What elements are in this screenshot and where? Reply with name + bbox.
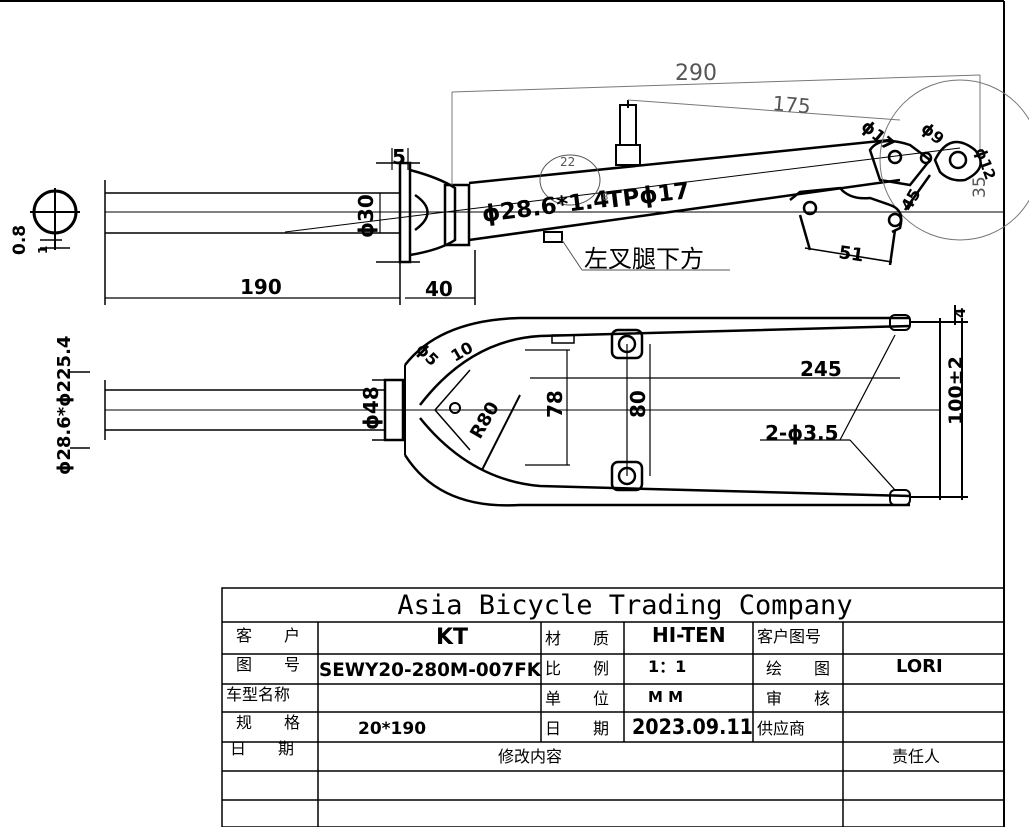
- dim-phi48: ϕ48: [359, 386, 383, 430]
- dim-5: 5: [392, 145, 406, 169]
- front-view: [70, 305, 968, 507]
- label-material: 材 质: [545, 629, 609, 648]
- value-customer: KT: [436, 625, 468, 650]
- tube-cross-section: [30, 188, 80, 250]
- dim-phi30: ϕ30: [354, 194, 378, 238]
- dim-80: 80: [626, 390, 650, 418]
- label-drawn-by: 绘 图: [766, 659, 830, 678]
- dim-190: 190: [240, 275, 282, 299]
- label-unit: 单 位: [545, 689, 609, 708]
- note-lower-left-leg: 左叉腿下方: [584, 245, 704, 273]
- label-date: 日 期: [545, 719, 609, 738]
- title-block-text: Asia Bicycle Trading Company 客 户 图 号 车型名…: [226, 590, 943, 766]
- dim-35: 35: [970, 176, 990, 198]
- label-rev-content: 修改内容: [498, 747, 562, 766]
- dropout-side: [868, 139, 982, 211]
- dim-245: 245: [800, 357, 842, 381]
- brake-bracket: [789, 186, 903, 266]
- front-fork-blades: [403, 316, 911, 507]
- dim-78: 78: [543, 390, 567, 418]
- label-responsible: 责任人: [892, 747, 940, 766]
- value-spec: 20*190: [358, 719, 426, 739]
- label-customer: 客 户: [236, 626, 300, 645]
- dim-r80: R80: [466, 398, 504, 442]
- dim-8: 8: [602, 192, 608, 203]
- dim-4: 4: [951, 308, 969, 318]
- dim-175: 175: [772, 91, 812, 118]
- value-unit: M M: [648, 688, 683, 706]
- label-drawing-no: 图 号: [236, 655, 300, 674]
- steerer-tube: [104, 170, 1004, 305]
- side-view-labels: 5 ϕ30 ϕ28.6*1.4 TPϕ17 290 175 ϕ17 ϕ9 ϕ12…: [10, 61, 999, 301]
- detail-circle: [879, 79, 1029, 241]
- front-steerer: [70, 365, 940, 455]
- dim-51: 51: [837, 242, 865, 266]
- company-name: Asia Bicycle Trading Company: [397, 590, 852, 621]
- front-bosses: [551, 328, 651, 492]
- value-material: HI-TEN: [652, 623, 726, 647]
- dim-holes: 2-ϕ3.5: [765, 421, 839, 445]
- top-dimension-lines: [451, 74, 981, 185]
- dim-phi5: ϕ5: [412, 339, 442, 369]
- front-dim-lines: [525, 334, 900, 491]
- note-leader: [539, 154, 730, 271]
- label-spec: 规 格: [236, 713, 300, 732]
- label-supplier: 供应商: [757, 719, 805, 738]
- title-block: [221, 587, 1005, 827]
- label-date-rev: 日 期: [230, 739, 294, 758]
- dim-0-8: 0.8: [10, 225, 30, 255]
- value-drawn-by: LORI: [896, 656, 943, 677]
- dim-phi17: ϕ17: [857, 117, 898, 156]
- dim-phi9: ϕ9: [917, 119, 948, 149]
- dim-22: 22: [560, 155, 575, 169]
- value-drawing-no: SEWY20-280M-007FK: [319, 659, 542, 681]
- label-model-name: 车型名称: [226, 685, 290, 704]
- label-review: 审 核: [766, 689, 830, 708]
- front-view-labels: ϕ28.6*ϕ225.4 ϕ48 ϕ5 10 R80 78 80 245 2-ϕ…: [54, 308, 969, 475]
- dim-tp-spec: TPϕ17: [606, 178, 691, 214]
- value-scale: 1：1: [648, 657, 686, 676]
- blade-boss: [543, 100, 641, 243]
- dim-1: 1: [36, 246, 50, 254]
- side-view: [30, 74, 1029, 305]
- dim-100: 100±2: [945, 356, 967, 425]
- dim-40: 40: [425, 277, 453, 301]
- crown-hole: [449, 402, 461, 414]
- label-customer-drawing: 客户图号: [757, 627, 821, 646]
- dim-10: 10: [448, 338, 477, 366]
- value-date: 2023.09.11: [632, 715, 753, 739]
- front-dropouts: [889, 305, 968, 506]
- dim-steerer: ϕ28.6*ϕ225.4: [54, 336, 75, 475]
- label-scale: 比 例: [545, 659, 609, 678]
- fork-crown: [376, 148, 471, 264]
- dim-290: 290: [675, 61, 717, 86]
